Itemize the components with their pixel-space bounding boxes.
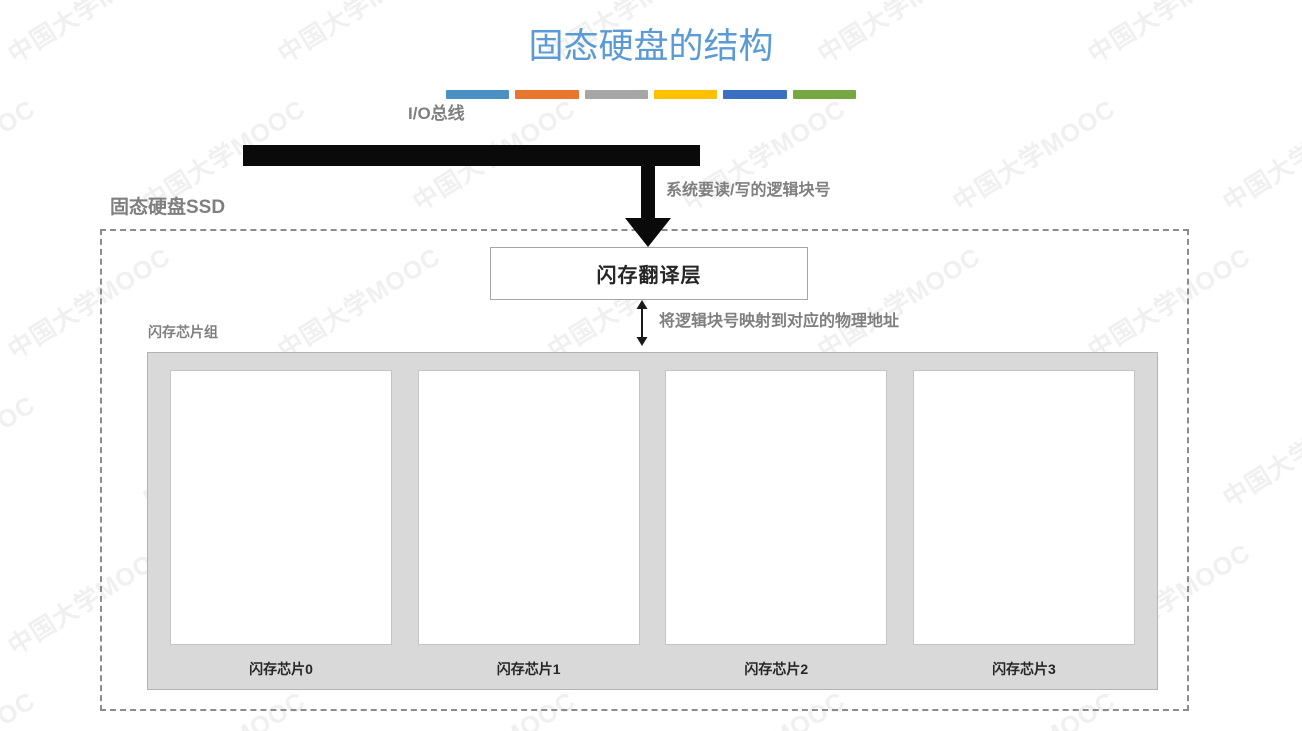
- bar-yellow: [653, 90, 718, 99]
- flash-chip-row: 闪存芯片0 闪存芯片1 闪存芯片2 闪存芯片3: [148, 353, 1157, 689]
- watermark-text: 中国大学MOOC: [1218, 390, 1302, 513]
- flash-translation-layer-label: 闪存翻译层: [596, 265, 702, 287]
- flash-chip-group: 闪存芯片0 闪存芯片1 闪存芯片2 闪存芯片3: [147, 352, 1158, 690]
- mapping-label: 将逻辑块号映射到对应的物理地址: [659, 313, 900, 330]
- flash-chip-1: 闪存芯片1: [417, 370, 640, 689]
- page-title: 固态硬盘的结构: [528, 27, 774, 67]
- flash-chip-label-3: 闪存芯片3: [992, 661, 1056, 677]
- bar-orange: [515, 90, 579, 99]
- bar-blue: [446, 90, 510, 99]
- flash-chip-3: 闪存芯片3: [912, 370, 1135, 689]
- flash-translation-layer-box: 闪存翻译层: [490, 247, 808, 300]
- watermark-text: 中国大学MOOC: [0, 682, 42, 731]
- bar-gray: [584, 90, 648, 99]
- flash-chip-label-0: 闪存芯片0: [249, 661, 313, 677]
- flash-chip-label-2: 闪存芯片2: [744, 661, 809, 677]
- flash-chip-body-0: [170, 370, 392, 645]
- ssd-label: 固态硬盘SSD: [110, 197, 226, 218]
- bar-navy: [723, 90, 787, 99]
- watermark-text: 中国大学MOOC: [1218, 94, 1302, 217]
- watermark-text: 中国大学MOOC: [1215, 682, 1302, 731]
- flash-chip-body-1: [417, 370, 640, 645]
- mapping-double-arrow-icon: [636, 300, 648, 346]
- flash-chip-2: 闪存芯片2: [665, 370, 888, 689]
- watermark-text: 中国大学MOOC: [0, 94, 41, 217]
- chip-group-label: 闪存芯片组: [148, 324, 218, 340]
- watermark-text: 中国大学MOOC: [948, 94, 1121, 217]
- flash-chip-body-3: [912, 370, 1135, 645]
- logical-block-label: 系统要读/写的逻辑块号: [666, 182, 831, 199]
- flash-chip-body-2: [665, 370, 888, 645]
- bar-green: [792, 90, 856, 99]
- watermark-text: 中国大学MOOC: [0, 390, 41, 513]
- flash-chip-label-1: 闪存芯片1: [496, 661, 561, 677]
- bus-to-ftl-arrow-icon: [625, 160, 671, 247]
- flash-chip-0: 闪存芯片0: [170, 370, 392, 689]
- io-bus-label: I/O总线: [408, 104, 465, 123]
- io-bus-bar: [243, 145, 700, 166]
- color-bar-strip: [446, 90, 856, 99]
